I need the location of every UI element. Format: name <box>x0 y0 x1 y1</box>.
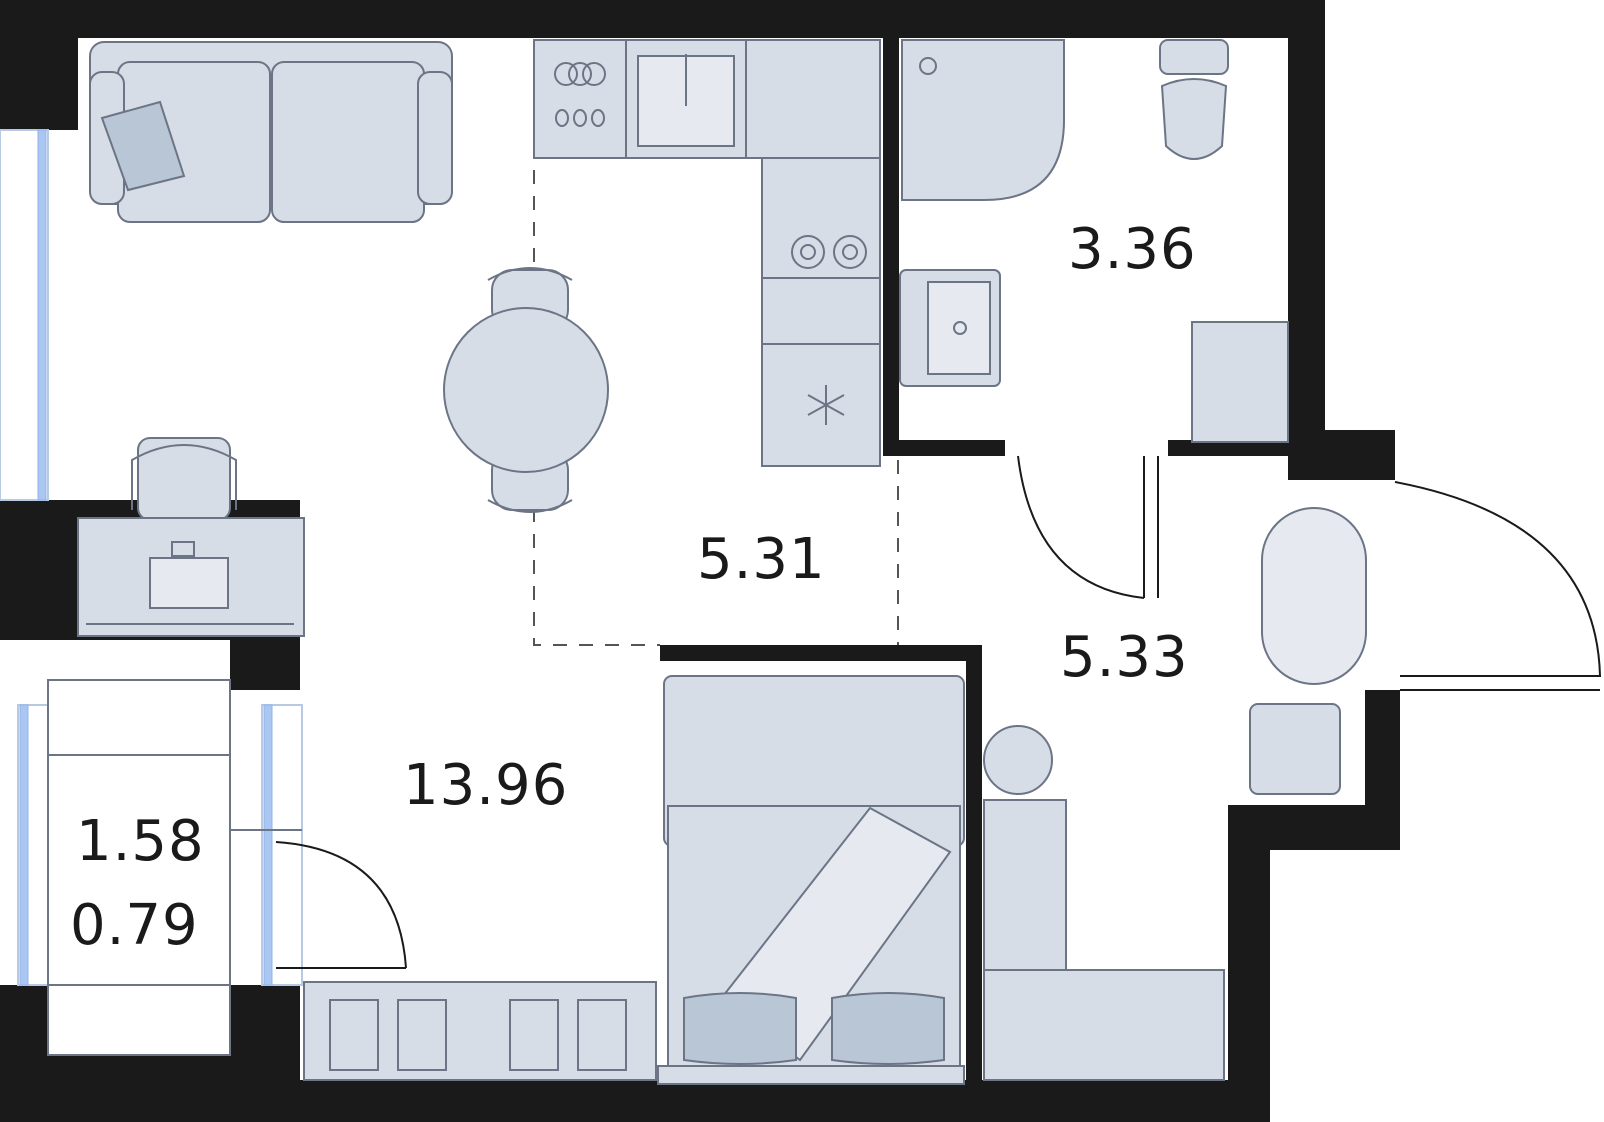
wall-bathroom-left <box>883 38 899 456</box>
wall-balcony-bottom <box>0 985 300 1080</box>
wall-left-top <box>0 0 78 130</box>
kitchen-counter <box>533 39 881 467</box>
door-balcony <box>275 841 407 969</box>
window-living-pane <box>37 129 47 501</box>
bed <box>657 675 965 1085</box>
door-entrance <box>1394 481 1602 691</box>
wall-hall-vertical <box>966 645 982 1080</box>
area-label-kitchen: 5.31 <box>697 527 826 592</box>
area-label-balcony-total: 1.58 <box>76 809 205 874</box>
window-balcony-left-pane <box>19 704 29 986</box>
room-labels: 13.96 5.31 3.36 5.33 1.58 0.79 <box>70 217 1197 958</box>
area-label-living: 13.96 <box>403 753 568 818</box>
hall-fixtures <box>983 507 1367 1081</box>
snowflake-icon <box>807 385 845 425</box>
sofa <box>89 41 453 223</box>
bathroom-fixtures <box>899 39 1289 443</box>
wall-right-lower <box>1228 690 1400 1122</box>
area-label-bathroom: 3.36 <box>1068 217 1197 282</box>
area-label-hall: 5.33 <box>1060 625 1189 690</box>
balcony-floor <box>47 679 231 1056</box>
wall-bathroom-bottom-right <box>1168 440 1288 456</box>
wall-bathroom-right <box>1288 0 1325 460</box>
wardrobe-living <box>303 981 657 1081</box>
dining-set <box>443 267 609 513</box>
wall-bottom <box>0 1080 1270 1122</box>
wall-bathroom-bottom-left <box>883 440 1005 456</box>
balcony <box>47 679 302 1056</box>
door-bathroom <box>1017 455 1159 599</box>
desk <box>77 437 305 637</box>
doors <box>275 455 1602 969</box>
wall-hall-partition <box>660 645 982 661</box>
window-balcony-right-pane <box>263 704 273 986</box>
wall-top <box>0 0 1325 38</box>
area-label-balcony-reduced: 0.79 <box>70 893 199 958</box>
